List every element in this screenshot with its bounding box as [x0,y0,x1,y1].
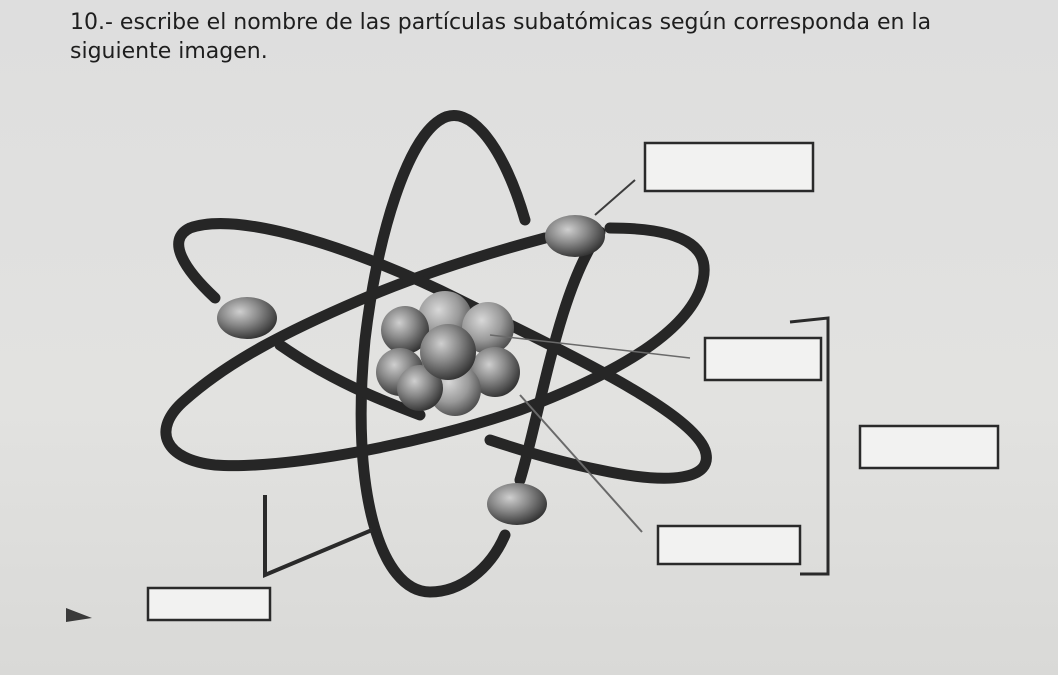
question-text: 10.- escribe el nombre de las partículas… [70,10,932,64]
arrow-mark [66,608,92,622]
answer-box-nucleus-proton[interactable] [703,336,823,382]
electron-left [217,297,277,339]
answer-box-top-electron[interactable] [643,141,815,193]
orbit-diagonal-b [173,218,712,484]
orbit-paths [160,110,712,598]
nucleus [376,291,520,416]
answer-box-nucleus-group[interactable] [858,424,1000,470]
answer-boxes[interactable] [146,141,1000,622]
pointer-lines [263,179,830,579]
electron-bottom [487,483,547,525]
answer-box-nucleus-neutron[interactable] [656,524,802,566]
orbit-diagonal-a [160,222,710,472]
electron-top [545,215,605,257]
answer-box-left-electron[interactable] [146,586,272,622]
